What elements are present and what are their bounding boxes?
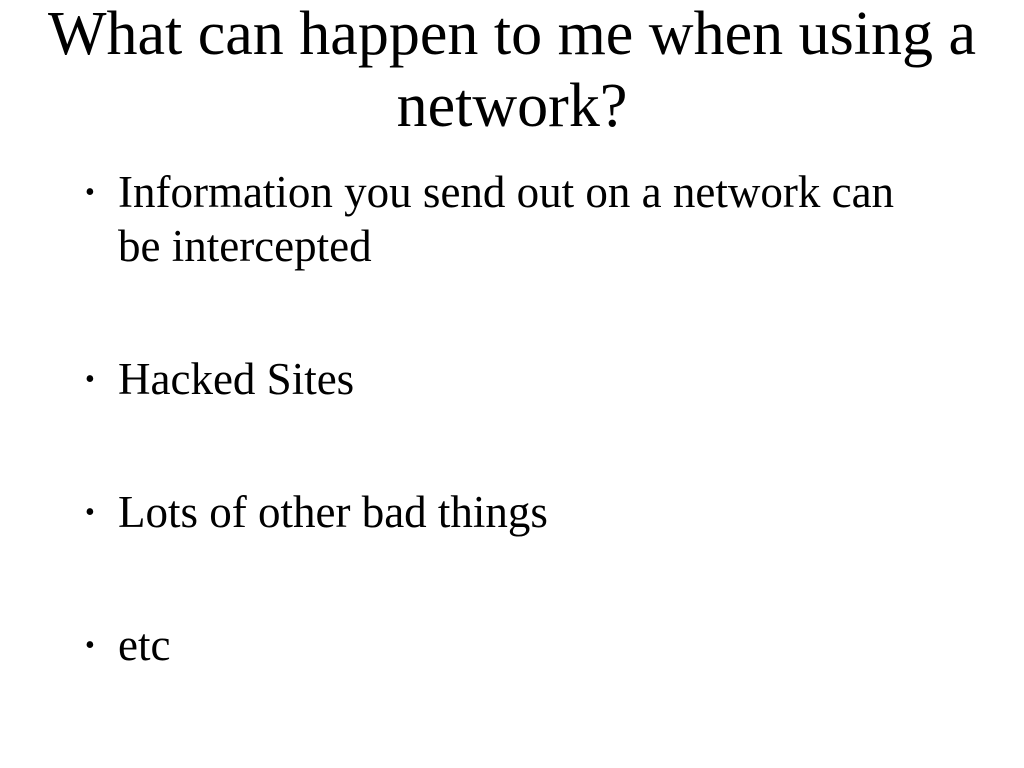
bullet-icon: •	[85, 364, 95, 395]
bullet-text: Lots of other bad things	[118, 487, 548, 537]
slide-title: What can happen to me when using a netwo…	[48, 0, 976, 140]
bullet-text: Hacked Sites	[118, 354, 355, 404]
bullet-item: • Hacked Sites	[85, 352, 928, 406]
bullet-icon: •	[85, 177, 95, 208]
bullet-text: Information you send out on a network ca…	[118, 167, 895, 271]
bullet-item: • Lots of other bad things	[85, 485, 928, 539]
bullet-list: • Information you send out on a network …	[85, 165, 928, 751]
bullet-icon: •	[85, 497, 95, 528]
bullet-icon: •	[85, 630, 95, 661]
bullet-text: etc	[118, 620, 171, 670]
bullet-item: • Information you send out on a network …	[85, 165, 928, 273]
bullet-item: • etc	[85, 618, 928, 672]
